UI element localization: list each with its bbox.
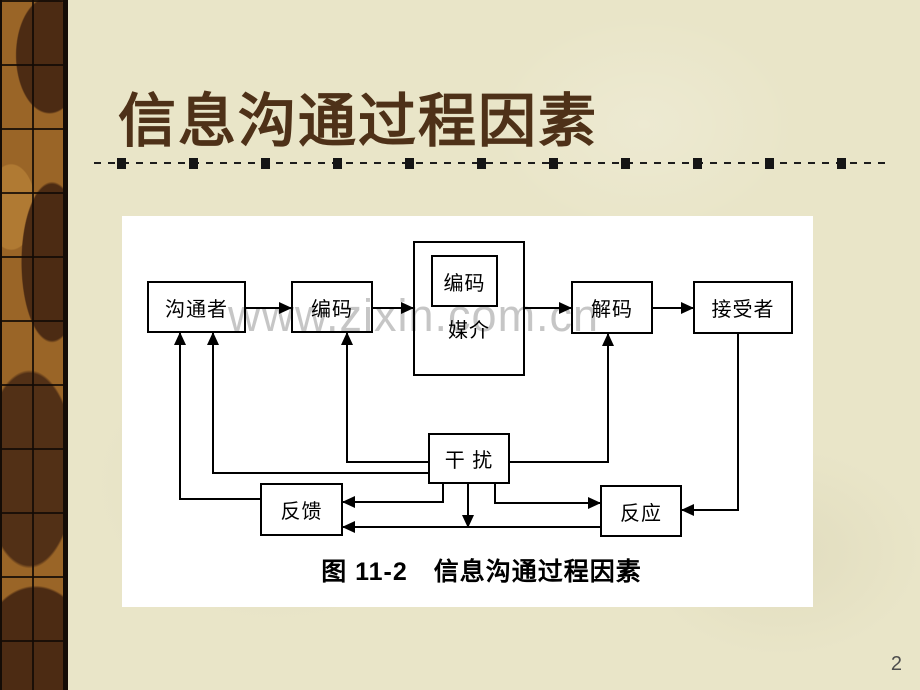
- node-interference: 干 扰: [428, 433, 510, 484]
- node-decoding: 解码: [571, 281, 653, 334]
- node-media-inner-encoding-label: 编码: [443, 272, 486, 295]
- node-media: [413, 241, 525, 376]
- connector-lines: [174, 302, 739, 533]
- node-feedback: 反馈: [260, 483, 343, 536]
- node-receiver: 接受者: [693, 281, 793, 334]
- node-media-inner-encoding: 编码: [431, 255, 498, 307]
- node-communicator-label: 沟通者: [165, 298, 228, 321]
- node-receiver-label: 接受者: [711, 299, 775, 321]
- node-media-label: 媒介: [448, 320, 490, 342]
- node-feedback-label: 反馈: [280, 501, 323, 523]
- slide-title: 信息沟通过程因素: [118, 89, 599, 154]
- node-decoding-label: 解码: [591, 299, 633, 321]
- page-number: 2: [890, 653, 902, 675]
- node-interference-label: 干 扰: [444, 450, 494, 472]
- node-response: 反应: [600, 485, 682, 537]
- figure-caption: 图 11-2 信息沟通过程因素: [321, 558, 642, 586]
- node-encoding: 编码: [291, 281, 373, 333]
- node-communicator: 沟通者: [147, 281, 246, 333]
- divider-dashed-line: [94, 157, 886, 170]
- node-encoding-label: 编码: [311, 298, 353, 321]
- diagram-panel: www.zixin.com.cn: [122, 216, 813, 607]
- sidebar-pattern: [0, 0, 68, 690]
- node-response-label: 反应: [620, 502, 662, 525]
